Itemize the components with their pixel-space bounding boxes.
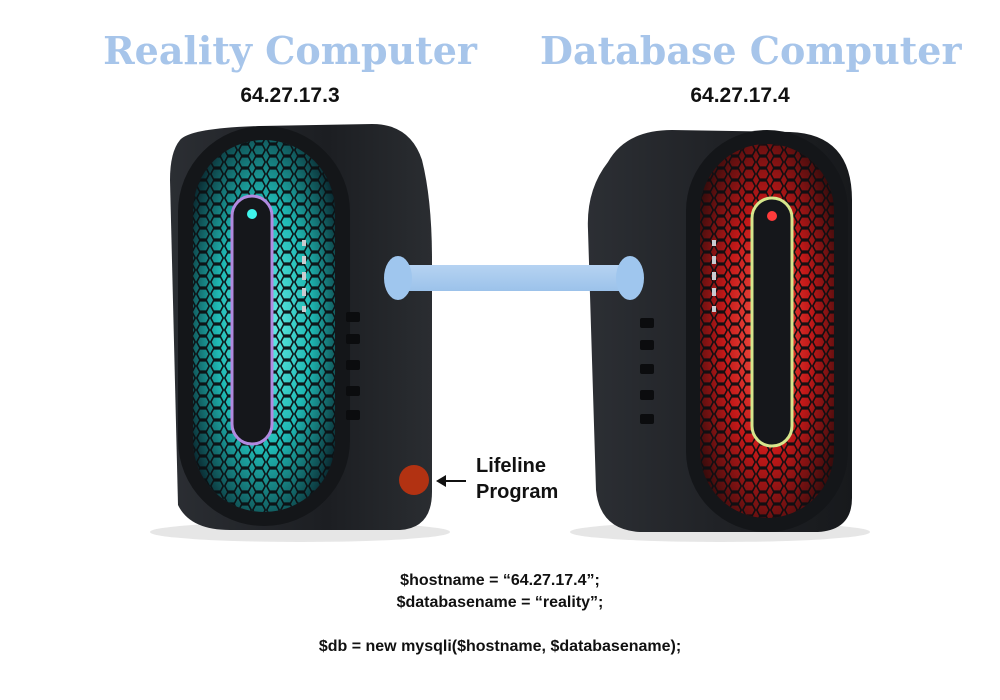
connection-end-left — [384, 256, 412, 300]
database-computer-title: Database Computer — [540, 28, 962, 73]
code-line-blank — [250, 614, 750, 636]
reality-computer-ip: 64.27.17.3 — [240, 84, 340, 107]
alien-logo-icon — [767, 211, 777, 221]
lifeline-label-line2: Program — [476, 481, 558, 503]
code-line-mysqli: $db = new mysqli($hostname, $databasenam… — [318, 638, 682, 655]
reality-computer-tower — [150, 124, 450, 542]
network-connection — [384, 256, 644, 300]
lifeline-label-line1: Lifeline — [476, 455, 546, 477]
code-line-databasename: $databasename = “reality”; — [396, 594, 604, 611]
case-side-lettering — [640, 318, 654, 424]
code-line-hostname: $hostname = “64.27.17.4”; — [400, 572, 600, 589]
connection-end-right — [616, 256, 644, 300]
connection-cable — [398, 265, 630, 291]
light-bar — [750, 196, 794, 448]
reality-computer-title: Reality Computer — [103, 28, 477, 73]
light-bar — [230, 194, 274, 446]
php-code-snippet: $hostname = “64.27.17.4”; $databasename … — [250, 570, 750, 658]
front-io-ports — [302, 240, 306, 312]
front-io-ports — [712, 240, 716, 312]
lifeline-program-dot — [399, 465, 429, 495]
database-computer-ip: 64.27.17.4 — [690, 84, 790, 107]
left-arrow-icon — [436, 475, 446, 487]
database-computer-tower — [570, 130, 870, 542]
case-side-lettering — [346, 312, 360, 420]
alien-logo-icon — [247, 209, 257, 219]
lifeline-annotation: Lifeline Program — [436, 455, 558, 503]
